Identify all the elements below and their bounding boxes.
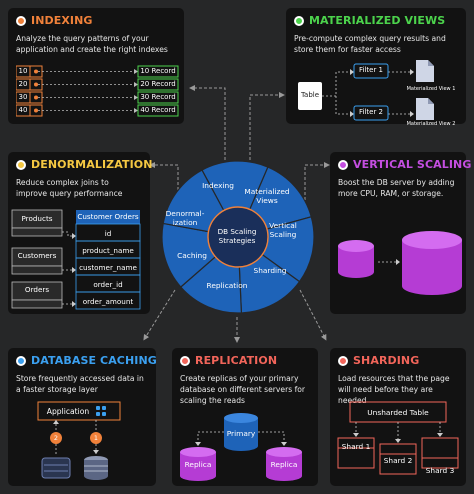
materialized-title: MATERIALIZED VIEWS — [309, 14, 446, 27]
index-key-40: 40 — [18, 106, 28, 114]
unsharded-table-label: Unsharded Table — [367, 408, 429, 417]
materialized-view-2-label: Materialized View 2 — [406, 121, 456, 127]
shard-2-label: Shard 2 — [383, 456, 413, 465]
caching-title-row: DATABASE CACHING — [16, 354, 157, 367]
caching-title: DATABASE CACHING — [31, 354, 157, 367]
sharding-diagram — [337, 401, 459, 475]
customers-table-label: Customers — [17, 251, 57, 260]
connector-caching — [143, 289, 176, 341]
column-order-amount: order_amount — [82, 297, 134, 306]
wheel-segment-caching[interactable]: Caching — [177, 251, 207, 260]
caching-diagram — [37, 401, 121, 480]
connector-materialized — [249, 92, 285, 160]
caching-description: Store frequently accessed data in a fast… — [16, 374, 144, 394]
strategy-wheel — [161, 160, 315, 314]
indexing-diagram — [16, 65, 179, 117]
record-40: 40 Record — [140, 106, 176, 114]
denormalization-dot-icon — [16, 159, 26, 170]
primary-label: Primary — [226, 429, 256, 438]
column-order-id: order_id — [93, 280, 123, 289]
filter-2-label: Filter 2 — [358, 108, 383, 116]
denormalization-title: DENORMALIZATION — [31, 158, 153, 171]
materialized-description: Pre-compute complex query results and st… — [294, 34, 446, 54]
products-table-label: Products — [21, 214, 53, 223]
wheel-center-circle — [207, 206, 269, 268]
replication-description: Create replicas of your primary database… — [180, 374, 306, 405]
cache-step-2: 2 — [53, 434, 59, 442]
replica-2-label: Replica — [270, 460, 298, 469]
record-20: 20 Record — [140, 80, 176, 88]
vertical-title-row: VERTICAL SCALING — [338, 158, 471, 171]
database-stack-icon — [84, 456, 108, 480]
replica-db-icon-1 — [180, 447, 216, 481]
filter-1-label: Filter 1 — [358, 66, 383, 74]
materialized-diagram — [298, 60, 434, 121]
wheel-segment-replication[interactable]: Replication — [206, 281, 248, 290]
vertical-dot-icon — [338, 159, 348, 170]
connector-denormalization — [149, 162, 179, 205]
indexing-description: Analyze the query patterns of your appli… — [16, 34, 168, 54]
wheel-segment-sharding[interactable]: Sharding — [253, 266, 287, 275]
denormalization-diagram — [11, 209, 141, 310]
replication-diagram — [180, 413, 302, 481]
primary-db-icon — [224, 413, 258, 451]
application-label: Application — [46, 407, 90, 416]
replica-1-label: Replica — [184, 460, 212, 469]
replication-title: REPLICATION — [195, 354, 278, 367]
index-key-10: 10 — [18, 67, 28, 75]
sharding-title: SHARDING — [353, 354, 420, 367]
shard-1-label: Shard 1 — [341, 442, 371, 451]
connector-indexing — [189, 85, 226, 160]
index-key-20: 20 — [18, 80, 28, 88]
replication-title-row: REPLICATION — [180, 354, 310, 367]
connector-sharding — [299, 289, 327, 341]
indexing-title: INDEXING — [31, 14, 93, 27]
replication-dot-icon — [180, 355, 190, 366]
connector-vertical — [304, 162, 330, 205]
materialized-table-label: Table — [300, 91, 320, 99]
indexing-dot-icon — [16, 15, 26, 26]
materialized-title-row: MATERIALIZED VIEWS — [294, 14, 458, 27]
record-30: 30 Record — [140, 93, 176, 101]
customer-orders-header: Customer Orders — [77, 212, 139, 221]
cache-server-icon — [41, 457, 71, 479]
column-id: id — [104, 229, 112, 238]
indexing-title-row: INDEXING — [16, 14, 176, 27]
vertical-title: VERTICAL SCALING — [353, 158, 472, 171]
vertical-scaling-diagram — [338, 231, 462, 295]
sharding-card: SHARDING Load resources that the page wi… — [330, 348, 466, 486]
wheel-segment-materialized-views[interactable]: Materialized Views — [244, 187, 290, 205]
wheel-segment-indexing[interactable]: Indexing — [202, 181, 234, 190]
sharding-description: Load resources that the page will need b… — [338, 374, 450, 405]
sharding-title-row: SHARDING — [338, 354, 458, 367]
orders-table-label: Orders — [24, 285, 50, 294]
column-product-name: product_name — [82, 246, 134, 255]
shard-3-label: Shard 3 — [425, 466, 455, 475]
replica-db-icon-2 — [266, 447, 302, 481]
cache-step-1: 1 — [93, 434, 99, 442]
index-key-30: 30 — [18, 93, 28, 101]
wheel-segment-denormalization[interactable]: Denormal- ization — [165, 209, 205, 227]
caching-card: DATABASE CACHING Store frequently access… — [8, 348, 157, 486]
materialized-view-1-label: Materialized View 1 — [406, 86, 456, 92]
record-10: 10 Record — [140, 67, 176, 75]
materialized-dot-icon — [294, 15, 304, 26]
large-db-icon — [402, 231, 462, 295]
caching-dot-icon — [16, 355, 26, 366]
denormalization-title-row: DENORMALIZATION — [16, 158, 152, 171]
column-customer-name: customer_name — [79, 263, 137, 272]
wheel-segment-shape — [201, 160, 269, 239]
small-db-icon — [338, 240, 374, 278]
wheel-segment-vertical-scaling[interactable]: Vertical Scaling — [269, 221, 297, 239]
wheel-center-label: DB Scaling Strategies — [217, 227, 257, 245]
vertical-description: Boost the DB server by adding more CPU, … — [338, 178, 455, 198]
sharding-dot-icon — [338, 355, 348, 366]
denormalization-description: Reduce complex joins to improve query pe… — [16, 178, 123, 198]
